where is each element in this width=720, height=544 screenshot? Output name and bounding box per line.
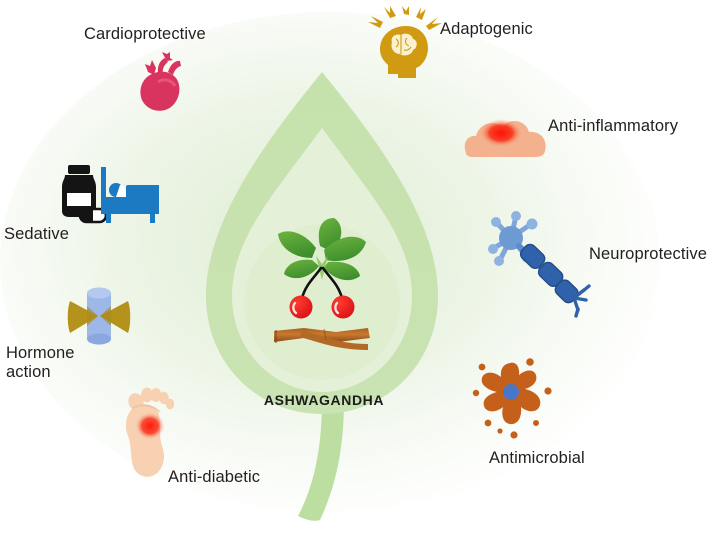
inflamed-tissue-icon: [460, 113, 556, 161]
microbe-icon: [470, 357, 558, 443]
brain-head-icon: [366, 6, 446, 80]
ashwagandha-plant-icon: [264, 218, 382, 358]
heart-icon: [132, 52, 192, 114]
label-antimicrobial: Antimicrobial: [489, 449, 585, 467]
neuron-icon: [486, 208, 591, 318]
pill-bottle-bed-icon: [58, 165, 162, 227]
foot-icon: [116, 378, 180, 484]
center-plant-label: ASHWAGANDHA: [263, 392, 385, 408]
label-sedative: Sedative: [4, 225, 70, 243]
label-neuroprotective: Neuroprotective: [589, 245, 707, 263]
label-anti-diabetic: Anti-diabetic: [168, 468, 261, 486]
label-cardioprotective: Cardioprotective: [84, 25, 206, 43]
label-anti-inflammatory: Anti-inflammatory: [548, 117, 679, 135]
hormone-receptor-icon: [62, 283, 136, 349]
label-adaptogenic: Adaptogenic: [440, 20, 533, 38]
label-hormone-action: Hormone action: [6, 344, 75, 382]
